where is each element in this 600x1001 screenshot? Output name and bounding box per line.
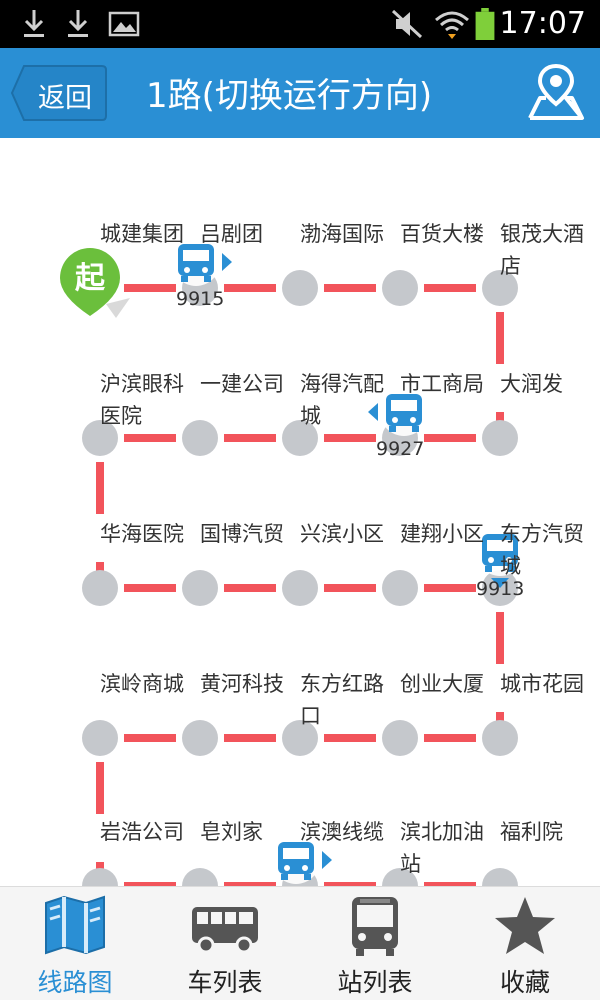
- stop-dot: [382, 720, 418, 756]
- bus-marker: [172, 238, 232, 286]
- bus-list-icon: [192, 907, 258, 954]
- bus-marker: [476, 528, 524, 588]
- stop-dot: [482, 270, 518, 306]
- stop-dot: [482, 868, 518, 886]
- start-badge-label: 起: [75, 261, 106, 296]
- stop-dot: [482, 420, 518, 456]
- clock: 17:07: [499, 6, 586, 41]
- image-icon: [108, 11, 140, 37]
- stop-dot: [82, 570, 118, 606]
- route-map-icon: [45, 895, 105, 955]
- stop-dot: [82, 868, 118, 886]
- stop-label[interactable]: 百货大楼: [400, 222, 484, 246]
- stop-label[interactable]: 兴滨小区: [300, 522, 384, 546]
- bus-number: 9927: [376, 438, 425, 460]
- stop-label[interactable]: 海得汽配城: [300, 372, 384, 428]
- tab-label: 线路图: [37, 968, 113, 997]
- favorite-star-icon: [495, 897, 555, 954]
- tab-label: 站列表: [337, 968, 413, 997]
- page-title: 1路(切换运行方向): [146, 76, 433, 116]
- stop-dot: [282, 570, 318, 606]
- stop-label[interactable]: 黄河科技: [200, 672, 284, 696]
- tab-favorites[interactable]: 收藏: [450, 887, 600, 1001]
- back-label: 返回: [38, 83, 92, 114]
- tab-label: 车列表: [187, 968, 263, 997]
- stop-label[interactable]: 福利院: [500, 820, 563, 844]
- bottom-tab-bar: 线路图 车列表 站列表 收藏: [0, 886, 600, 1000]
- status-bar: 17:07: [0, 0, 600, 48]
- stop-label[interactable]: 城建集团: [100, 222, 184, 246]
- stop-dot: [182, 720, 218, 756]
- stop-label[interactable]: 东方汽贸城: [500, 522, 584, 578]
- map-location-icon[interactable]: [524, 60, 588, 124]
- tab-bus-list[interactable]: 车列表: [150, 887, 300, 1001]
- stop-label[interactable]: 东方红路口: [300, 672, 384, 728]
- stop-label[interactable]: 一建公司: [200, 372, 284, 396]
- tab-label: 收藏: [499, 968, 550, 997]
- stop-dot: [282, 270, 318, 306]
- stop-label[interactable]: 吕剧团: [200, 222, 263, 246]
- stop-dot: [382, 868, 418, 886]
- download-icon: [24, 10, 44, 37]
- stop-label[interactable]: 市工商局: [400, 372, 484, 396]
- stop-dot: [282, 420, 318, 456]
- bus-marker: [272, 836, 332, 884]
- tab-station-list[interactable]: 站列表: [300, 887, 450, 1001]
- download-icon: [68, 10, 88, 37]
- stop-label[interactable]: 建翔小区: [400, 522, 484, 546]
- stop-label[interactable]: 城市花园: [500, 672, 584, 696]
- stop-dot: [182, 868, 218, 886]
- stop-label[interactable]: 沪滨眼科医院: [100, 372, 184, 428]
- stop-dot: [382, 270, 418, 306]
- route-map[interactable]: 起 城建集团吕剧团 渤海国际百货大楼银茂大酒店大润发市工商局海得汽配城一建公司沪滨…: [0, 138, 600, 886]
- battery-icon: [475, 8, 495, 40]
- stop-dot: [482, 720, 518, 756]
- stop-dot: [182, 570, 218, 606]
- bus-number: 9915: [176, 288, 225, 310]
- stop-dot: [382, 570, 418, 606]
- stop-label[interactable]: 大润发: [500, 372, 563, 396]
- tab-route-map[interactable]: 线路图: [0, 887, 150, 1001]
- app-bar: 返回 1路(切换运行方向): [0, 48, 600, 138]
- back-button[interactable]: 返回: [10, 64, 108, 122]
- start-badge: 起: [60, 248, 130, 318]
- stop-label[interactable]: 岩浩公司: [100, 820, 184, 844]
- mute-icon: [391, 9, 423, 39]
- stop-label[interactable]: 渤海国际: [300, 222, 384, 246]
- route-diagram: 起: [60, 238, 524, 886]
- stop-dot: [82, 720, 118, 756]
- stop-dot: [82, 420, 118, 456]
- stop-label[interactable]: 国博汽贸: [200, 522, 284, 546]
- stop-label[interactable]: 滨澳线缆: [300, 820, 384, 844]
- bus-marker: [368, 388, 428, 436]
- stop-dot: [182, 420, 218, 456]
- stop-label[interactable]: 滨北加油站: [400, 820, 484, 876]
- stop-label[interactable]: 华海医院: [100, 522, 184, 546]
- bus-number: 9913: [476, 578, 525, 600]
- back-button-shape: [10, 65, 107, 121]
- wifi-icon: [435, 11, 469, 39]
- stop-label[interactable]: 皂刘家: [200, 820, 263, 844]
- station-list-icon: [352, 897, 398, 956]
- stop-label[interactable]: 银茂大酒店: [500, 222, 584, 278]
- stop-label[interactable]: 创业大厦: [400, 672, 484, 696]
- stop-dot: [282, 720, 318, 756]
- stop-label[interactable]: 滨岭商城: [100, 672, 184, 696]
